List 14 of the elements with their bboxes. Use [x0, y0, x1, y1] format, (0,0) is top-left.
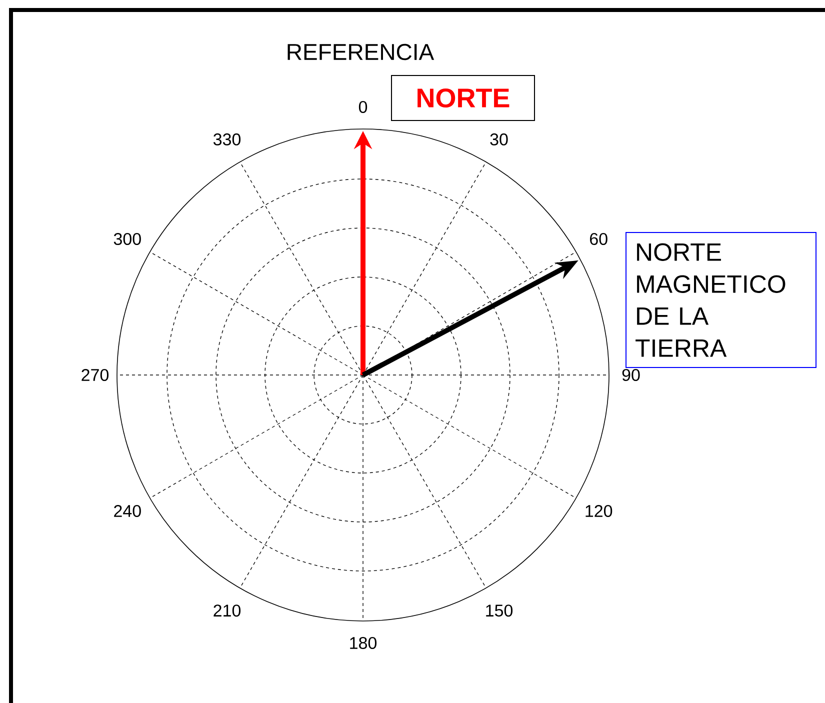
reference-label: REFERENCIA: [288, 44, 434, 60]
north-label-box: NORTE: [391, 75, 535, 121]
angle-label: 150: [486, 604, 513, 617]
angle-label: 330: [213, 133, 241, 146]
angle-label: 180: [350, 636, 377, 650]
angle-label: 0: [358, 100, 368, 114]
angle-label: 120: [586, 504, 612, 518]
angle-label: 210: [214, 604, 241, 617]
angle-label: 270: [82, 368, 109, 382]
angle-label: 240: [114, 504, 141, 518]
angle-label: 60: [590, 232, 608, 246]
angle-label: 300: [114, 232, 141, 246]
angle-label: 90: [622, 368, 640, 382]
magnetic-north-box: NORTE MAGNETICO DE LA TIERRA: [626, 232, 816, 368]
